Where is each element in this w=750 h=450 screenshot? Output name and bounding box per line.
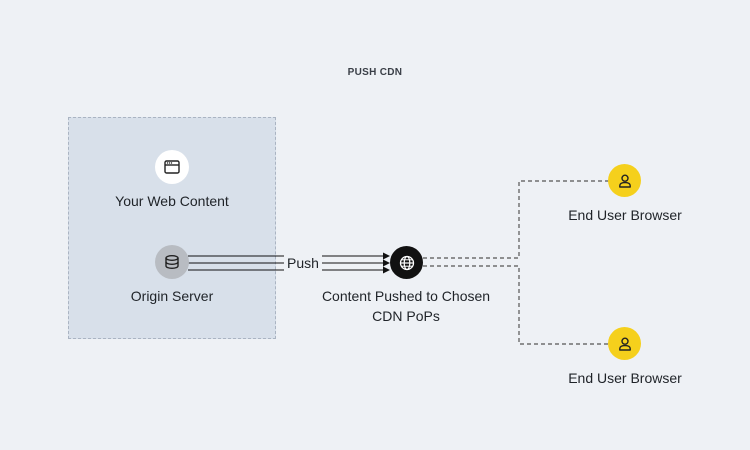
globe-icon bbox=[390, 246, 423, 279]
push-label: Push bbox=[287, 255, 319, 271]
origin-server-label: Origin Server bbox=[130, 288, 214, 304]
pop-label-line2: CDN PoPs bbox=[372, 308, 440, 324]
user-icon bbox=[618, 173, 631, 188]
user-icon-bottom bbox=[608, 327, 641, 360]
diagram-title: PUSH CDN bbox=[347, 67, 403, 78]
dashed-line-top bbox=[423, 180, 609, 259]
user-icon-top bbox=[608, 164, 641, 197]
user-bottom-label: End User Browser bbox=[568, 370, 682, 386]
pop-label-line1: Content Pushed to Chosen bbox=[321, 288, 491, 304]
user-icon bbox=[618, 336, 631, 351]
database-icon bbox=[155, 245, 189, 279]
browser-window-icon bbox=[155, 150, 189, 184]
user-top-label: End User Browser bbox=[568, 207, 682, 223]
web-content-label: Your Web Content bbox=[115, 193, 229, 209]
dashed-line-bottom bbox=[423, 265, 609, 345]
